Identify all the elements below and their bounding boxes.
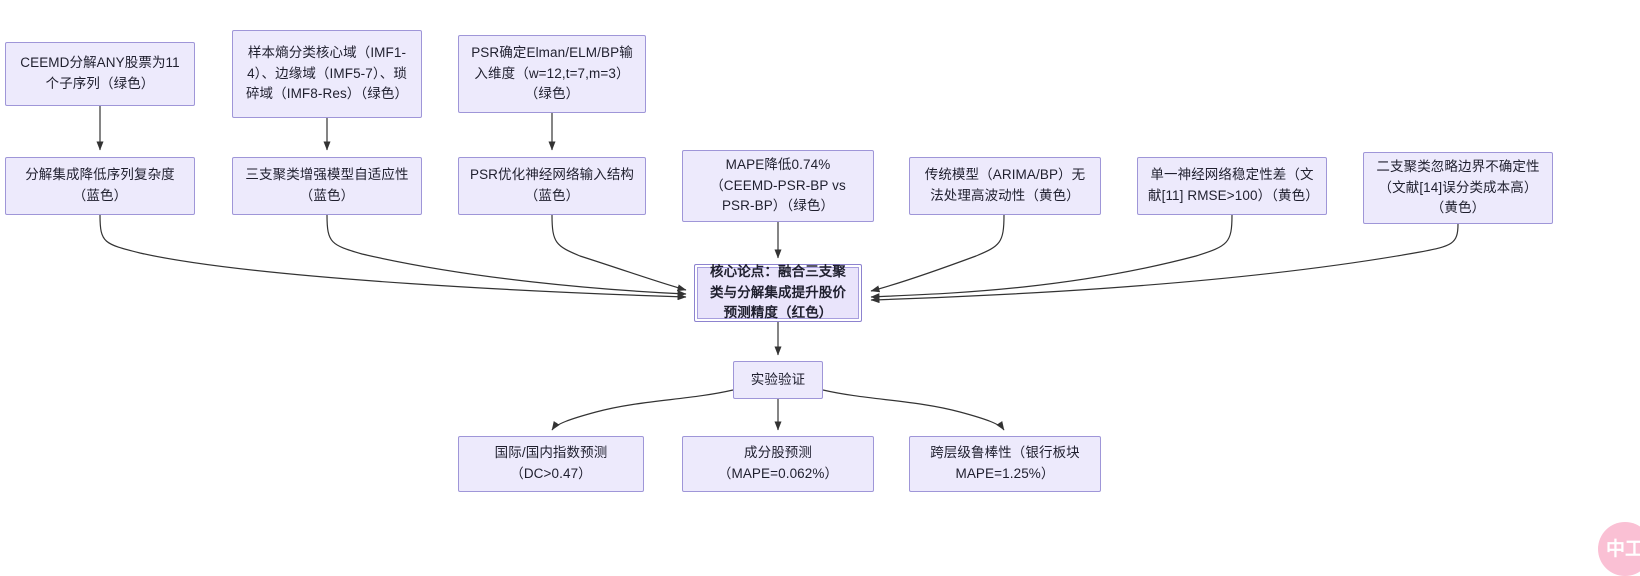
watermark-badge: 中工 — [1598, 522, 1640, 576]
flow-node-label: PSR确定Elman/ELM/BP输入维度（w=12,t=7,m=3）（绿色） — [471, 44, 633, 102]
edge-n11-to-n12 — [551, 389, 734, 431]
flow-node-label: 国际/国内指数预测（DC>0.47） — [494, 445, 608, 481]
flow-node-n2[interactable]: 样本熵分类核心域（IMF1-4）、边缘域（IMF5-7）、琐碎域（IMF8-Re… — [232, 30, 422, 118]
flow-node-label: MAPE降低0.74%（CEEMD-PSR-BP vs PSR-BP）（绿色） — [710, 156, 846, 214]
flow-node-label: 分解集成降低序列复杂度（蓝色） — [25, 167, 175, 203]
flow-node-n8[interactable]: 传统模型（ARIMA/BP）无法处理高波动性（黄色） — [909, 157, 1101, 215]
flow-node-n3[interactable]: PSR确定Elman/ELM/BP输入维度（w=12,t=7,m=3）（绿色） — [458, 35, 646, 113]
flow-node-n7[interactable]: MAPE降低0.74%（CEEMD-PSR-BP vs PSR-BP）（绿色） — [682, 150, 874, 222]
flow-node-label: PSR优化神经网络输入结构（蓝色） — [469, 167, 635, 203]
flow-node-n1[interactable]: CEEMD分解ANY股票为11个子序列（绿色） — [5, 42, 195, 106]
edge-n5-to-core — [326, 214, 687, 298]
flow-node-n12[interactable]: 国际/国内指数预测（DC>0.47） — [458, 436, 644, 492]
flow-node-label: 三支聚类增强模型自适应性（蓝色） — [245, 167, 409, 203]
watermark-text: 中工 — [1605, 538, 1640, 560]
flow-node-label: 跨层级鲁棒性（银行板块MAPE=1.25%） — [930, 445, 1080, 481]
flow-node-n13[interactable]: 成分股预测（MAPE=0.062%） — [682, 436, 874, 492]
flow-node-n6[interactable]: PSR优化神经网络输入结构（蓝色） — [458, 157, 646, 215]
flow-node-n4[interactable]: 分解集成降低序列复杂度（蓝色） — [5, 157, 195, 215]
edge-n11-to-n14 — [822, 389, 1005, 431]
flow-node-label: 单一神经网络稳定性差（文献[11] RMSE>100）（黄色） — [1148, 167, 1319, 203]
flow-node-core[interactable]: 核心论点：融合三支聚类与分解集成提升股价预测精度（红色） — [694, 264, 862, 322]
flow-node-label: 二支聚类忽略边界不确定性（文献[14]误分类成本高）（黄色） — [1376, 158, 1540, 216]
flow-node-n5[interactable]: 三支聚类增强模型自适应性（蓝色） — [232, 157, 422, 215]
flow-node-label: 实验验证 — [750, 371, 806, 387]
edge-n6-to-core — [551, 214, 687, 292]
flow-node-n11[interactable]: 实验验证 — [733, 361, 823, 399]
flow-node-n9[interactable]: 单一神经网络稳定性差（文献[11] RMSE>100）（黄色） — [1137, 157, 1327, 215]
flow-node-n10[interactable]: 二支聚类忽略边界不确定性（文献[14]误分类成本高）（黄色） — [1363, 152, 1553, 224]
flow-node-label: 传统模型（ARIMA/BP）无法处理高波动性（黄色） — [924, 167, 1086, 203]
edge-n4-to-core — [99, 214, 687, 301]
flow-node-label: CEEMD分解ANY股票为11个子序列（绿色） — [20, 55, 180, 91]
flow-node-label: 样本熵分类核心域（IMF1-4）、边缘域（IMF5-7）、琐碎域（IMF8-Re… — [245, 44, 409, 102]
edge-n10-to-core — [870, 223, 1459, 304]
edge-n9-to-core — [870, 214, 1233, 301]
flow-node-label: 成分股预测（MAPE=0.062%） — [717, 445, 839, 481]
edge-n8-to-core — [870, 214, 1005, 293]
flow-node-label: 核心论点：融合三支聚类与分解集成提升股价预测精度（红色） — [710, 263, 846, 321]
flow-node-n14[interactable]: 跨层级鲁棒性（银行板块MAPE=1.25%） — [909, 436, 1101, 492]
